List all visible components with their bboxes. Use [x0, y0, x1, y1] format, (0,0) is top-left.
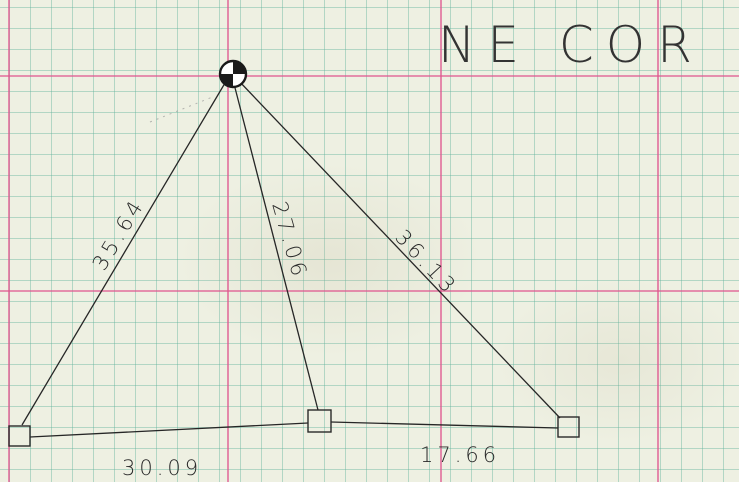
- tie-line-right: [237, 79, 561, 419]
- distance-label-right: 36.13: [390, 225, 462, 300]
- distance-label-bottom-right: 17.66: [420, 443, 500, 467]
- tie-line-middle: [232, 79, 319, 411]
- base-line-left: [29, 422, 309, 438]
- reference-point-right-square-icon: [557, 416, 580, 438]
- tie-line-left: [21, 77, 229, 426]
- sheet-title: NE COR: [438, 16, 704, 74]
- tie-lines: [21, 77, 561, 438]
- reference-point-left-square-icon: [8, 425, 31, 447]
- distance-label-bottom-left: 30.09: [122, 456, 202, 480]
- reference-point-middle-square-icon: [307, 409, 332, 433]
- base-line-right: [330, 421, 559, 429]
- corner-monument-icon: [218, 59, 248, 89]
- pencil-smudge: [149, 95, 216, 123]
